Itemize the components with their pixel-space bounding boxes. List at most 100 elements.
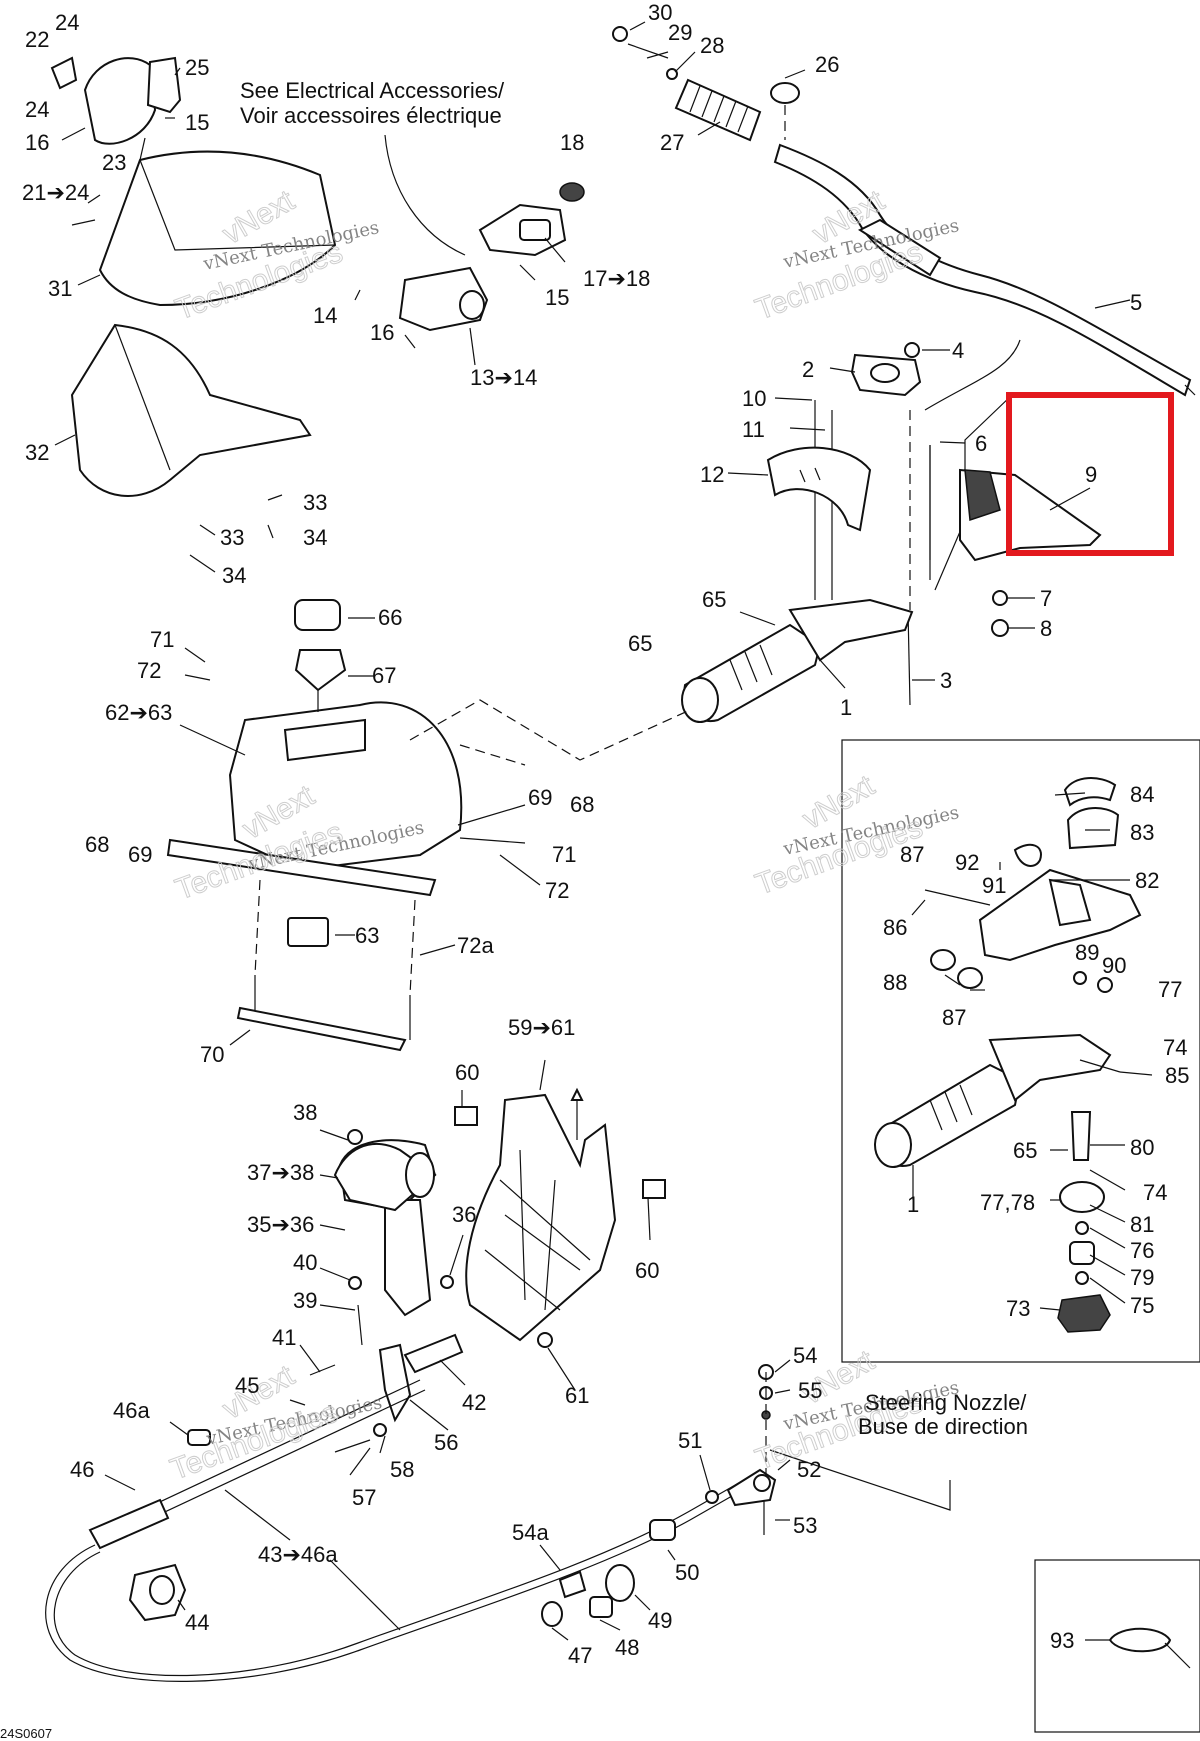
callout-16a: 16: [25, 130, 49, 155]
nut-90: [1097, 977, 1113, 993]
callout-14: 14: [313, 303, 337, 328]
callout-7: 7: [1040, 586, 1052, 611]
callout-90: 90: [1102, 953, 1126, 978]
callout-50: 50: [675, 1560, 699, 1585]
callout-55: 55: [798, 1378, 822, 1403]
callout-80: 80: [1130, 1135, 1154, 1160]
callout-42: 42: [462, 1390, 486, 1415]
callout-62: 62➔63: [105, 700, 172, 725]
callout-2: 2: [802, 357, 814, 382]
callout-68a: 68: [570, 792, 594, 817]
bolt-3: [907, 609, 911, 706]
steering-housing-62: [166, 701, 463, 897]
callout-85: 85: [1165, 1063, 1189, 1088]
callout-71b: 71: [552, 842, 576, 867]
bolt-85: [1079, 1059, 1121, 1073]
callout-47: 47: [568, 1643, 592, 1668]
callout-74a: 74: [1163, 1035, 1187, 1060]
callout-38: 38: [293, 1100, 317, 1125]
nut-61: [537, 1332, 553, 1348]
callout-23: 23: [102, 150, 126, 175]
switch-housing-13: [398, 266, 489, 332]
callout-43: 43➔46a: [258, 1542, 338, 1567]
note-nozzle-2: Buse de direction: [858, 1414, 1028, 1439]
block-81: [1059, 1181, 1105, 1213]
callout-17: 17➔18: [583, 266, 650, 291]
highlight-box: [1006, 392, 1174, 556]
handle-cover-31: [98, 150, 337, 307]
nozzle-bracket-59: [465, 1093, 617, 1342]
callout-24b: 24: [25, 97, 49, 122]
callout-29: 29: [668, 20, 692, 45]
nut-73: [1057, 1294, 1111, 1333]
steering-column-1: [681, 598, 914, 723]
bolt-57: [334, 1439, 371, 1453]
inset-box-clamp: [1034, 1559, 1200, 1733]
callout-67: 67: [372, 663, 396, 688]
callout-3: 3: [940, 668, 952, 693]
callout-48: 48: [615, 1635, 639, 1660]
washer-40: [348, 1276, 362, 1290]
callout-46a: 46a: [113, 1398, 150, 1423]
callout-4: 4: [952, 338, 964, 363]
callout-66: 66: [378, 605, 402, 630]
callout-84: 84: [1130, 782, 1154, 807]
callout-88: 88: [883, 970, 907, 995]
callout-44: 44: [185, 1610, 209, 1635]
callout-6: 6: [975, 431, 987, 456]
nut-4: [904, 342, 920, 358]
callout-28: 28: [700, 33, 724, 58]
callouts: 30 29 28 26 27 24 22 24 16 21➔24 25 15 2…: [22, 0, 1189, 1668]
washer-28: [666, 68, 678, 80]
switch-17: [478, 203, 567, 257]
nut-51: [705, 1490, 719, 1504]
note-electrical-1: See Electrical Accessories/: [240, 78, 505, 103]
bushing-88a: [930, 949, 956, 971]
callout-79: 79: [1130, 1265, 1154, 1290]
nut-8: [991, 619, 1009, 637]
callout-51: 51: [678, 1428, 702, 1453]
callout-10: 10: [742, 386, 766, 411]
washer-7: [992, 590, 1008, 606]
washer-30: [612, 26, 628, 42]
washer-89: [1073, 971, 1087, 985]
washer-36: [440, 1275, 454, 1289]
lever-25: [146, 56, 182, 114]
end-cap-26: [770, 82, 800, 104]
callout-7778: 77,78: [980, 1190, 1035, 1215]
bushing-79: [1069, 1241, 1095, 1265]
cable-tie-93: [1108, 1627, 1172, 1653]
callout-9: 9: [1085, 462, 1097, 487]
part-9: [959, 468, 1102, 562]
callout-15b: 15: [545, 285, 569, 310]
plate-70: [236, 1006, 407, 1052]
callout-65c: 65: [1013, 1138, 1037, 1163]
callout-58: 58: [390, 1457, 414, 1482]
stud-67: [294, 649, 347, 692]
callout-46: 46: [70, 1457, 94, 1482]
callout-22: 22: [25, 27, 49, 52]
callout-49: 49: [648, 1608, 672, 1633]
callout-68b: 68: [85, 832, 109, 857]
callout-89: 89: [1075, 940, 1099, 965]
callout-75: 75: [1130, 1293, 1154, 1318]
callout-83: 83: [1130, 820, 1154, 845]
callout-91: 91: [982, 873, 1006, 898]
steering-cable: [45, 1379, 761, 1682]
clamp-84: [1063, 777, 1117, 807]
stud-80: [1070, 1111, 1092, 1161]
callout-31: 31: [48, 276, 72, 301]
cover-12: [766, 446, 872, 532]
callout-60a: 60: [455, 1060, 479, 1085]
callout-8: 8: [1040, 616, 1052, 641]
bolt-86: [924, 889, 991, 906]
note-nozzle-1: Steering Nozzle/: [865, 1390, 1027, 1415]
pad-60a: [454, 1106, 478, 1126]
callout-40: 40: [293, 1250, 317, 1275]
tilt-bracket-82: [978, 868, 1142, 962]
bushing-50: [649, 1519, 676, 1541]
callout-86: 86: [883, 915, 907, 940]
callout-54: 54: [793, 1343, 817, 1368]
steering-column-inset: [874, 1033, 1112, 1168]
